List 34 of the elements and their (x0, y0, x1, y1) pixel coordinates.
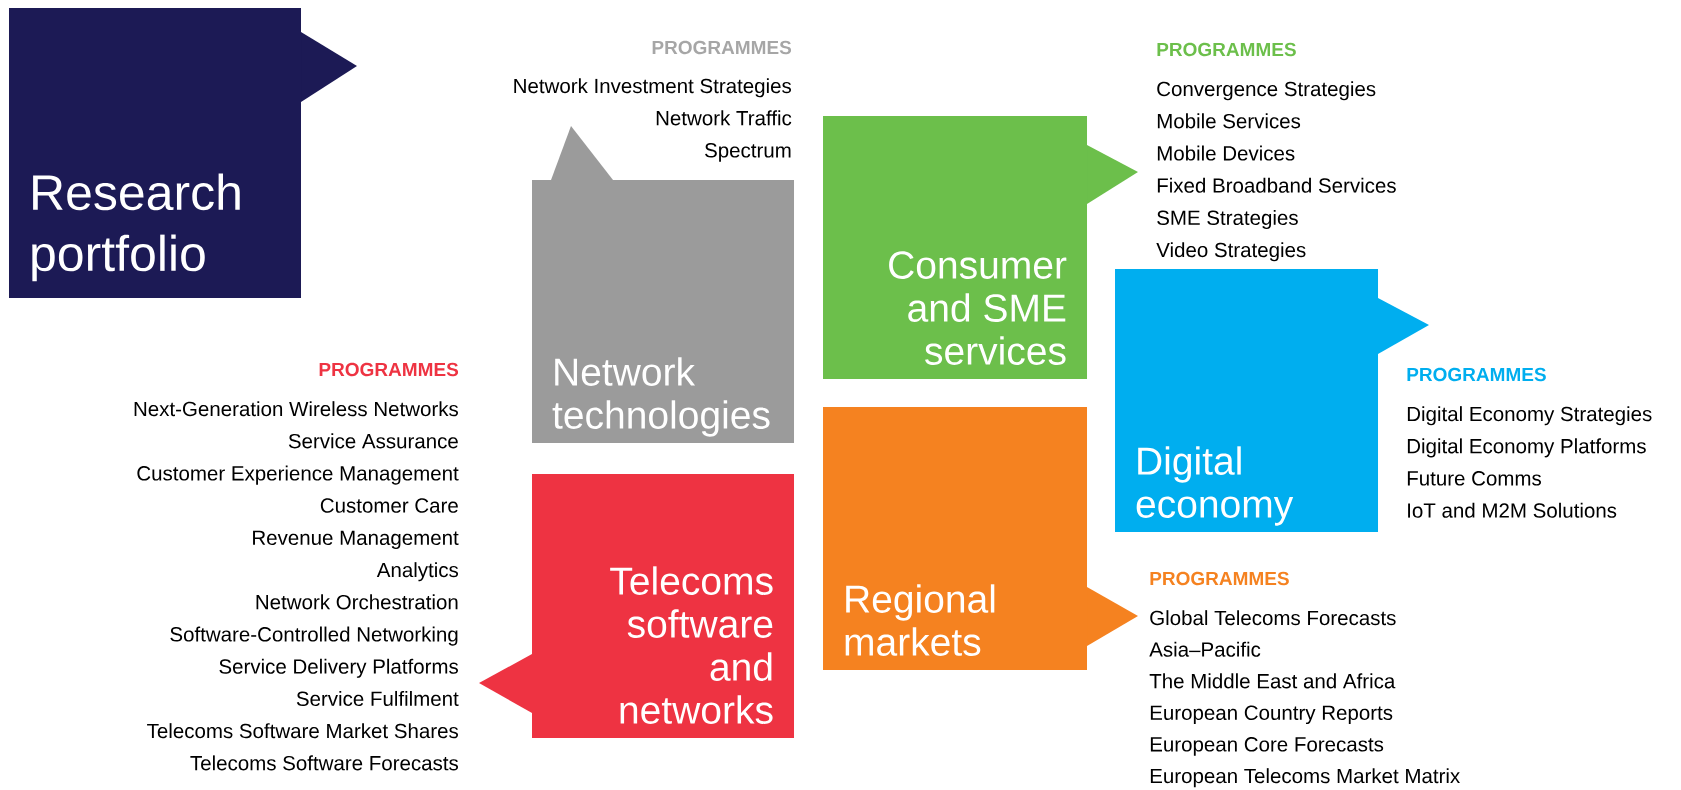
programme-item: European Telecoms Market Matrix (1150, 768, 1460, 788)
programme-heading: PROGRAMMES (652, 40, 792, 55)
programme-item: Telecoms Software Market Shares (147, 723, 458, 739)
programme-item: Service Fulfilment (296, 690, 459, 706)
programme-item: Asia–Pacific (1149, 641, 1261, 657)
programme-item: Customer Care (320, 498, 458, 513)
programme-item: Revenue Management (253, 530, 459, 550)
programme-item: The Middle East and Africa (1149, 673, 1396, 689)
programme-heading: PROGRAMMES (1150, 571, 1289, 586)
programme-item: Network Traffic (656, 110, 792, 126)
programme-item: Network Orchestration (256, 594, 458, 610)
programme-heading: PROGRAMMES (319, 362, 459, 377)
programme-item: Customer Experience Management (137, 465, 459, 485)
callout-box: Research portfolio (9, 8, 357, 298)
programme-item: Video Strategies (1156, 242, 1306, 262)
programme-item: Spectrum (705, 143, 791, 162)
programme-item: Next-Generation Wireless Networks (134, 401, 458, 417)
programme-item: Global Telecoms Forecasts (1150, 610, 1396, 626)
programme-item: Service Delivery Platforms (219, 658, 458, 678)
programme-item: Service Assurance (288, 433, 458, 449)
programme-item: European Core Forecasts (1150, 737, 1384, 756)
programme-item: SME Strategies (1157, 209, 1298, 230)
programme-item: Telecoms Software Forecasts (190, 755, 458, 771)
programme-item: Mobile Services (1157, 113, 1301, 129)
programme-item: Fixed Broadband Services (1157, 177, 1396, 193)
callout-box: Consumer and SME services (823, 116, 1138, 379)
programme-item: Analytics (376, 562, 459, 582)
programme-item: Software-Controlled Networking (170, 626, 458, 646)
programme-item: European Country Reports (1150, 705, 1393, 725)
programme-item: Mobile Devices (1157, 145, 1295, 161)
callout-box: Telecoms software and networks (479, 474, 794, 738)
programme-item: Network Investment Strategies (514, 78, 792, 98)
programme-item: Convergence Strategies (1157, 81, 1376, 101)
programme-heading: PROGRAMMES (1157, 42, 1296, 57)
